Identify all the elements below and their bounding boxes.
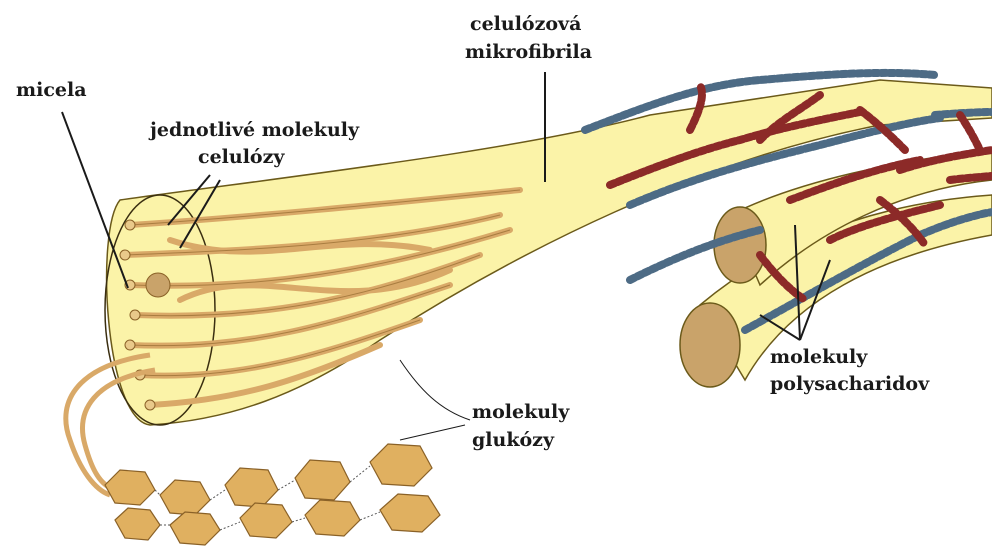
label-microfibril-line1: celulózová	[470, 12, 581, 36]
label-cellulose-molecules-line1: jednotlivé molekuly	[150, 118, 359, 142]
label-cellulose-molecules-line2: celulózy	[198, 145, 284, 169]
pointer-micela	[62, 112, 128, 288]
label-polysaccharides-line2: polysacharidov	[770, 372, 929, 396]
glucose-hexagons	[105, 444, 440, 545]
label-micela: micela	[16, 78, 87, 102]
pointer-glucose	[400, 360, 470, 440]
label-glucose-line2: glukózy	[472, 428, 554, 452]
label-microfibril-line2: mikrofibrila	[465, 40, 592, 64]
cut-end-lower	[680, 303, 740, 387]
label-glucose-line1: molekuly	[472, 400, 569, 424]
label-polysaccharides-line1: molekuly	[770, 345, 867, 369]
